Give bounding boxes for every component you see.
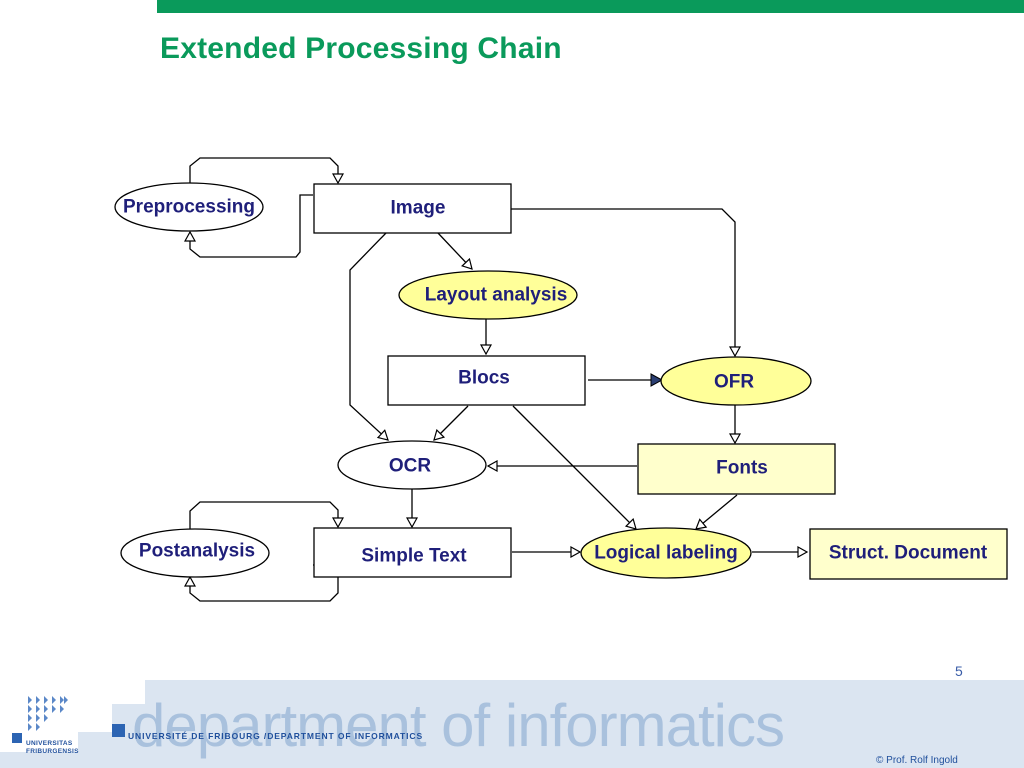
- node-label-struct-document: Struct. Document: [829, 543, 988, 564]
- university-square-mark: [112, 724, 125, 737]
- node-label-fonts: Fonts: [716, 458, 768, 479]
- node-label-logical-labeling: Logical labeling: [594, 543, 738, 564]
- edge-image-to-ocr: [349, 232, 388, 440]
- node-label-blocs: Blocs: [458, 368, 510, 389]
- node-image: Image: [313, 183, 512, 234]
- university-line: UNIVERSITÉ DE FRIBOURG /DEPARTMENT OF IN…: [128, 731, 424, 741]
- edge-image-to-layout-analysis: [437, 232, 472, 269]
- edge-preprocessing-to-image: [189, 157, 338, 185]
- logo-line-1: UNIVERSITAS: [26, 740, 73, 747]
- top-accent-bar: [157, 0, 1024, 13]
- edge-image-to-preprocessing: [190, 194, 313, 258]
- slide-title: Extended Processing Chain: [160, 32, 562, 65]
- copyright-notice: © Prof. Rolf Ingold: [876, 755, 958, 766]
- logo-line-2: FRIBURGENSIS: [26, 748, 79, 755]
- node-preprocessing: Preprocessing: [114, 182, 264, 232]
- edge-blocs-to-ocr: [434, 405, 469, 440]
- node-simple-text: Simple Text: [313, 527, 512, 578]
- edge-image-to-ofr: [511, 208, 735, 356]
- node-blocs: Blocs: [387, 355, 586, 406]
- node-label-postanalysis: Postanalysis: [139, 541, 255, 562]
- edge-postanalysis-to-simple-text: [189, 501, 338, 530]
- node-label-layout-analysis: Layout analysis: [425, 285, 568, 306]
- node-layout-analysis: Layout analysis: [398, 270, 578, 320]
- department-wordmark: department of informatics: [132, 692, 785, 759]
- node-ocr: OCR: [337, 440, 487, 490]
- node-label-simple-text: Simple Text: [361, 546, 467, 567]
- node-label-ocr: OCR: [389, 456, 432, 477]
- edge-blocs-to-logical-labeling: [512, 405, 636, 529]
- node-label-image: Image: [391, 198, 446, 219]
- edge-fonts-to-logical-labeling: [696, 494, 738, 529]
- node-struct-document: Struct. Document: [809, 528, 1008, 580]
- node-ofr: OFR: [660, 356, 812, 406]
- node-logical-labeling: Logical labeling: [580, 527, 752, 579]
- node-postanalysis: Postanalysis: [120, 528, 270, 578]
- logo-name: UNIVERSITAS FRIBURGENSIS: [26, 740, 79, 756]
- processing-chain-diagram: Preprocessing Image Layout analysis Bloc…: [114, 157, 1008, 602]
- node-label-ofr: OFR: [714, 372, 754, 393]
- slide-number: 5: [955, 663, 963, 679]
- university-logo: [12, 694, 72, 743]
- footer-band: [0, 680, 1024, 768]
- node-fonts: Fonts: [637, 443, 836, 495]
- node-label-preprocessing: Preprocessing: [123, 197, 255, 218]
